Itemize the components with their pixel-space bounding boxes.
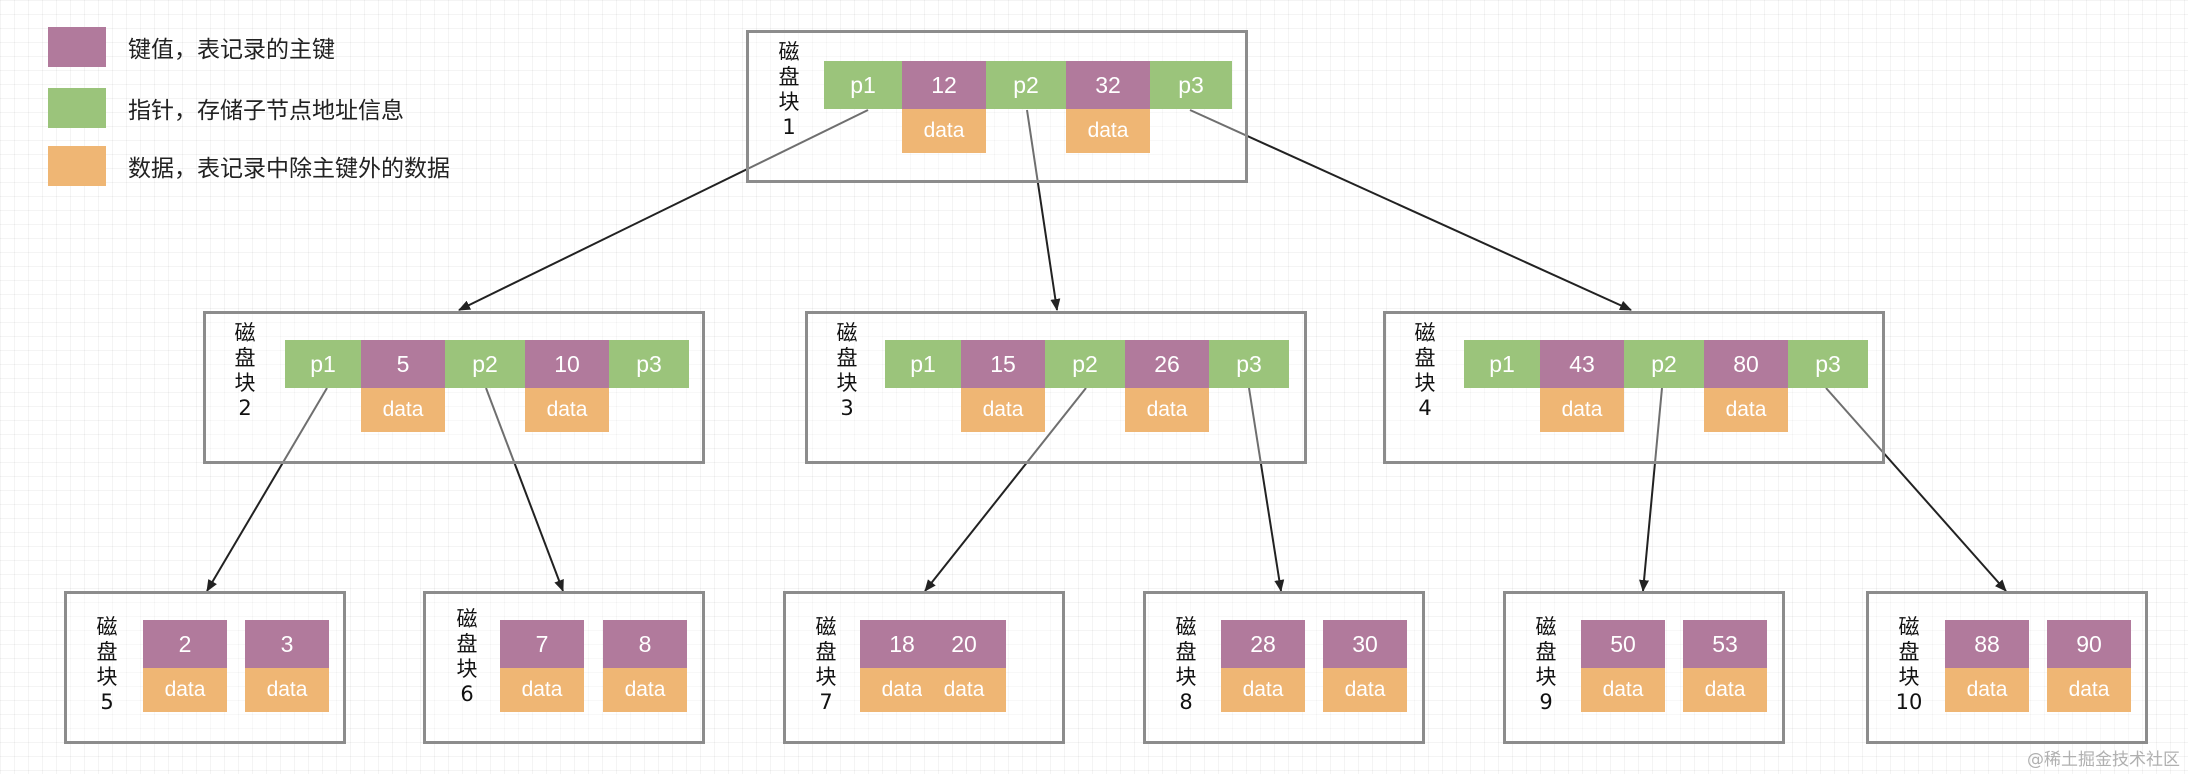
watermark: @稀土掘金技术社区 <box>2027 750 2180 770</box>
b4-data-1: data <box>1540 388 1624 432</box>
b2-data-2: data <box>525 388 609 432</box>
b5-data-2: data <box>245 668 329 712</box>
b4-pointer-p1: p1 <box>1464 340 1540 388</box>
legend-swatch-data <box>48 146 106 186</box>
legend-item-pointer: 指针，存储子节点地址信息 <box>48 88 404 128</box>
b6-key-1: 7 <box>500 620 584 668</box>
b4-key-2: 80 <box>1704 340 1788 388</box>
b3-data-2: data <box>1125 388 1209 432</box>
b2-key-2: 10 <box>525 340 609 388</box>
b3-key-2: 26 <box>1125 340 1209 388</box>
b9-key-1: 50 <box>1581 620 1665 668</box>
legend-swatch-key <box>48 27 106 67</box>
edge-b4-p2-to-b9 <box>1639 387 1663 592</box>
b3-data-1: data <box>961 388 1045 432</box>
legend-text-key: 键值，表记录的主键 <box>128 37 335 63</box>
b2-data-1: data <box>361 388 445 432</box>
b3-pointer-p2: p2 <box>1045 340 1125 388</box>
b4-key-1: 43 <box>1540 340 1624 388</box>
legend-item-data: 数据，表记录中除主键外的数据 <box>48 146 450 186</box>
legend-item-key: 键值，表记录的主键 <box>48 27 335 67</box>
edge-b1-p1-to-b2 <box>458 109 869 311</box>
b1-data-1: data <box>902 109 986 153</box>
b8-data-1: data <box>1221 668 1305 712</box>
edge-b2-p1-to-b5 <box>206 387 328 592</box>
b1-pointer-p3: p3 <box>1150 61 1232 109</box>
b9-data-2: data <box>1683 668 1767 712</box>
b6-data-2: data <box>603 668 687 712</box>
b1-pointer-p1: p1 <box>824 61 902 109</box>
b2-pointer-p1: p1 <box>285 340 361 388</box>
edge-b4-p3-to-b10 <box>1825 387 2007 592</box>
legend-text-pointer: 指针，存储子节点地址信息 <box>128 98 404 124</box>
b3-pointer-p3: p3 <box>1209 340 1289 388</box>
b1-key-1: 12 <box>902 61 986 109</box>
b10-data-2: data <box>2047 668 2131 712</box>
b10-data-1: data <box>1945 668 2029 712</box>
b6-data-1: data <box>500 668 584 712</box>
b5-key-1: 2 <box>143 620 227 668</box>
b2-key-1: 5 <box>361 340 445 388</box>
b7-data-2: data <box>922 668 1006 712</box>
b9-key-2: 53 <box>1683 620 1767 668</box>
b10-key-2: 90 <box>2047 620 2131 668</box>
b1-pointer-p2: p2 <box>986 61 1066 109</box>
b3-key-1: 15 <box>961 340 1045 388</box>
b1-data-2: data <box>1066 109 1150 153</box>
b8-key-1: 28 <box>1221 620 1305 668</box>
b7-key-2: 20 <box>922 620 1006 668</box>
b9-data-1: data <box>1581 668 1665 712</box>
b4-data-2: data <box>1704 388 1788 432</box>
b6-key-2: 8 <box>603 620 687 668</box>
b10-key-1: 88 <box>1945 620 2029 668</box>
b5-data-1: data <box>143 668 227 712</box>
b2-pointer-p3: p3 <box>609 340 689 388</box>
edge-b1-p3-to-b4 <box>1189 109 1632 311</box>
legend-text-data: 数据，表记录中除主键外的数据 <box>128 156 450 182</box>
b1-key-2: 32 <box>1066 61 1150 109</box>
b4-pointer-p2: p2 <box>1624 340 1704 388</box>
b2-pointer-p2: p2 <box>445 340 525 388</box>
legend-swatch-pointer <box>48 88 106 128</box>
edge-b3-p3-to-b8 <box>1248 387 1285 592</box>
b8-data-2: data <box>1323 668 1407 712</box>
b5-key-2: 3 <box>245 620 329 668</box>
b3-pointer-p1: p1 <box>885 340 961 388</box>
edge-b3-p2-to-b7 <box>924 387 1087 592</box>
edge-b2-p2-to-b6 <box>485 387 564 592</box>
b8-key-2: 30 <box>1323 620 1407 668</box>
b4-pointer-p3: p3 <box>1788 340 1868 388</box>
edge-b1-p2-to-b3 <box>1026 109 1061 311</box>
